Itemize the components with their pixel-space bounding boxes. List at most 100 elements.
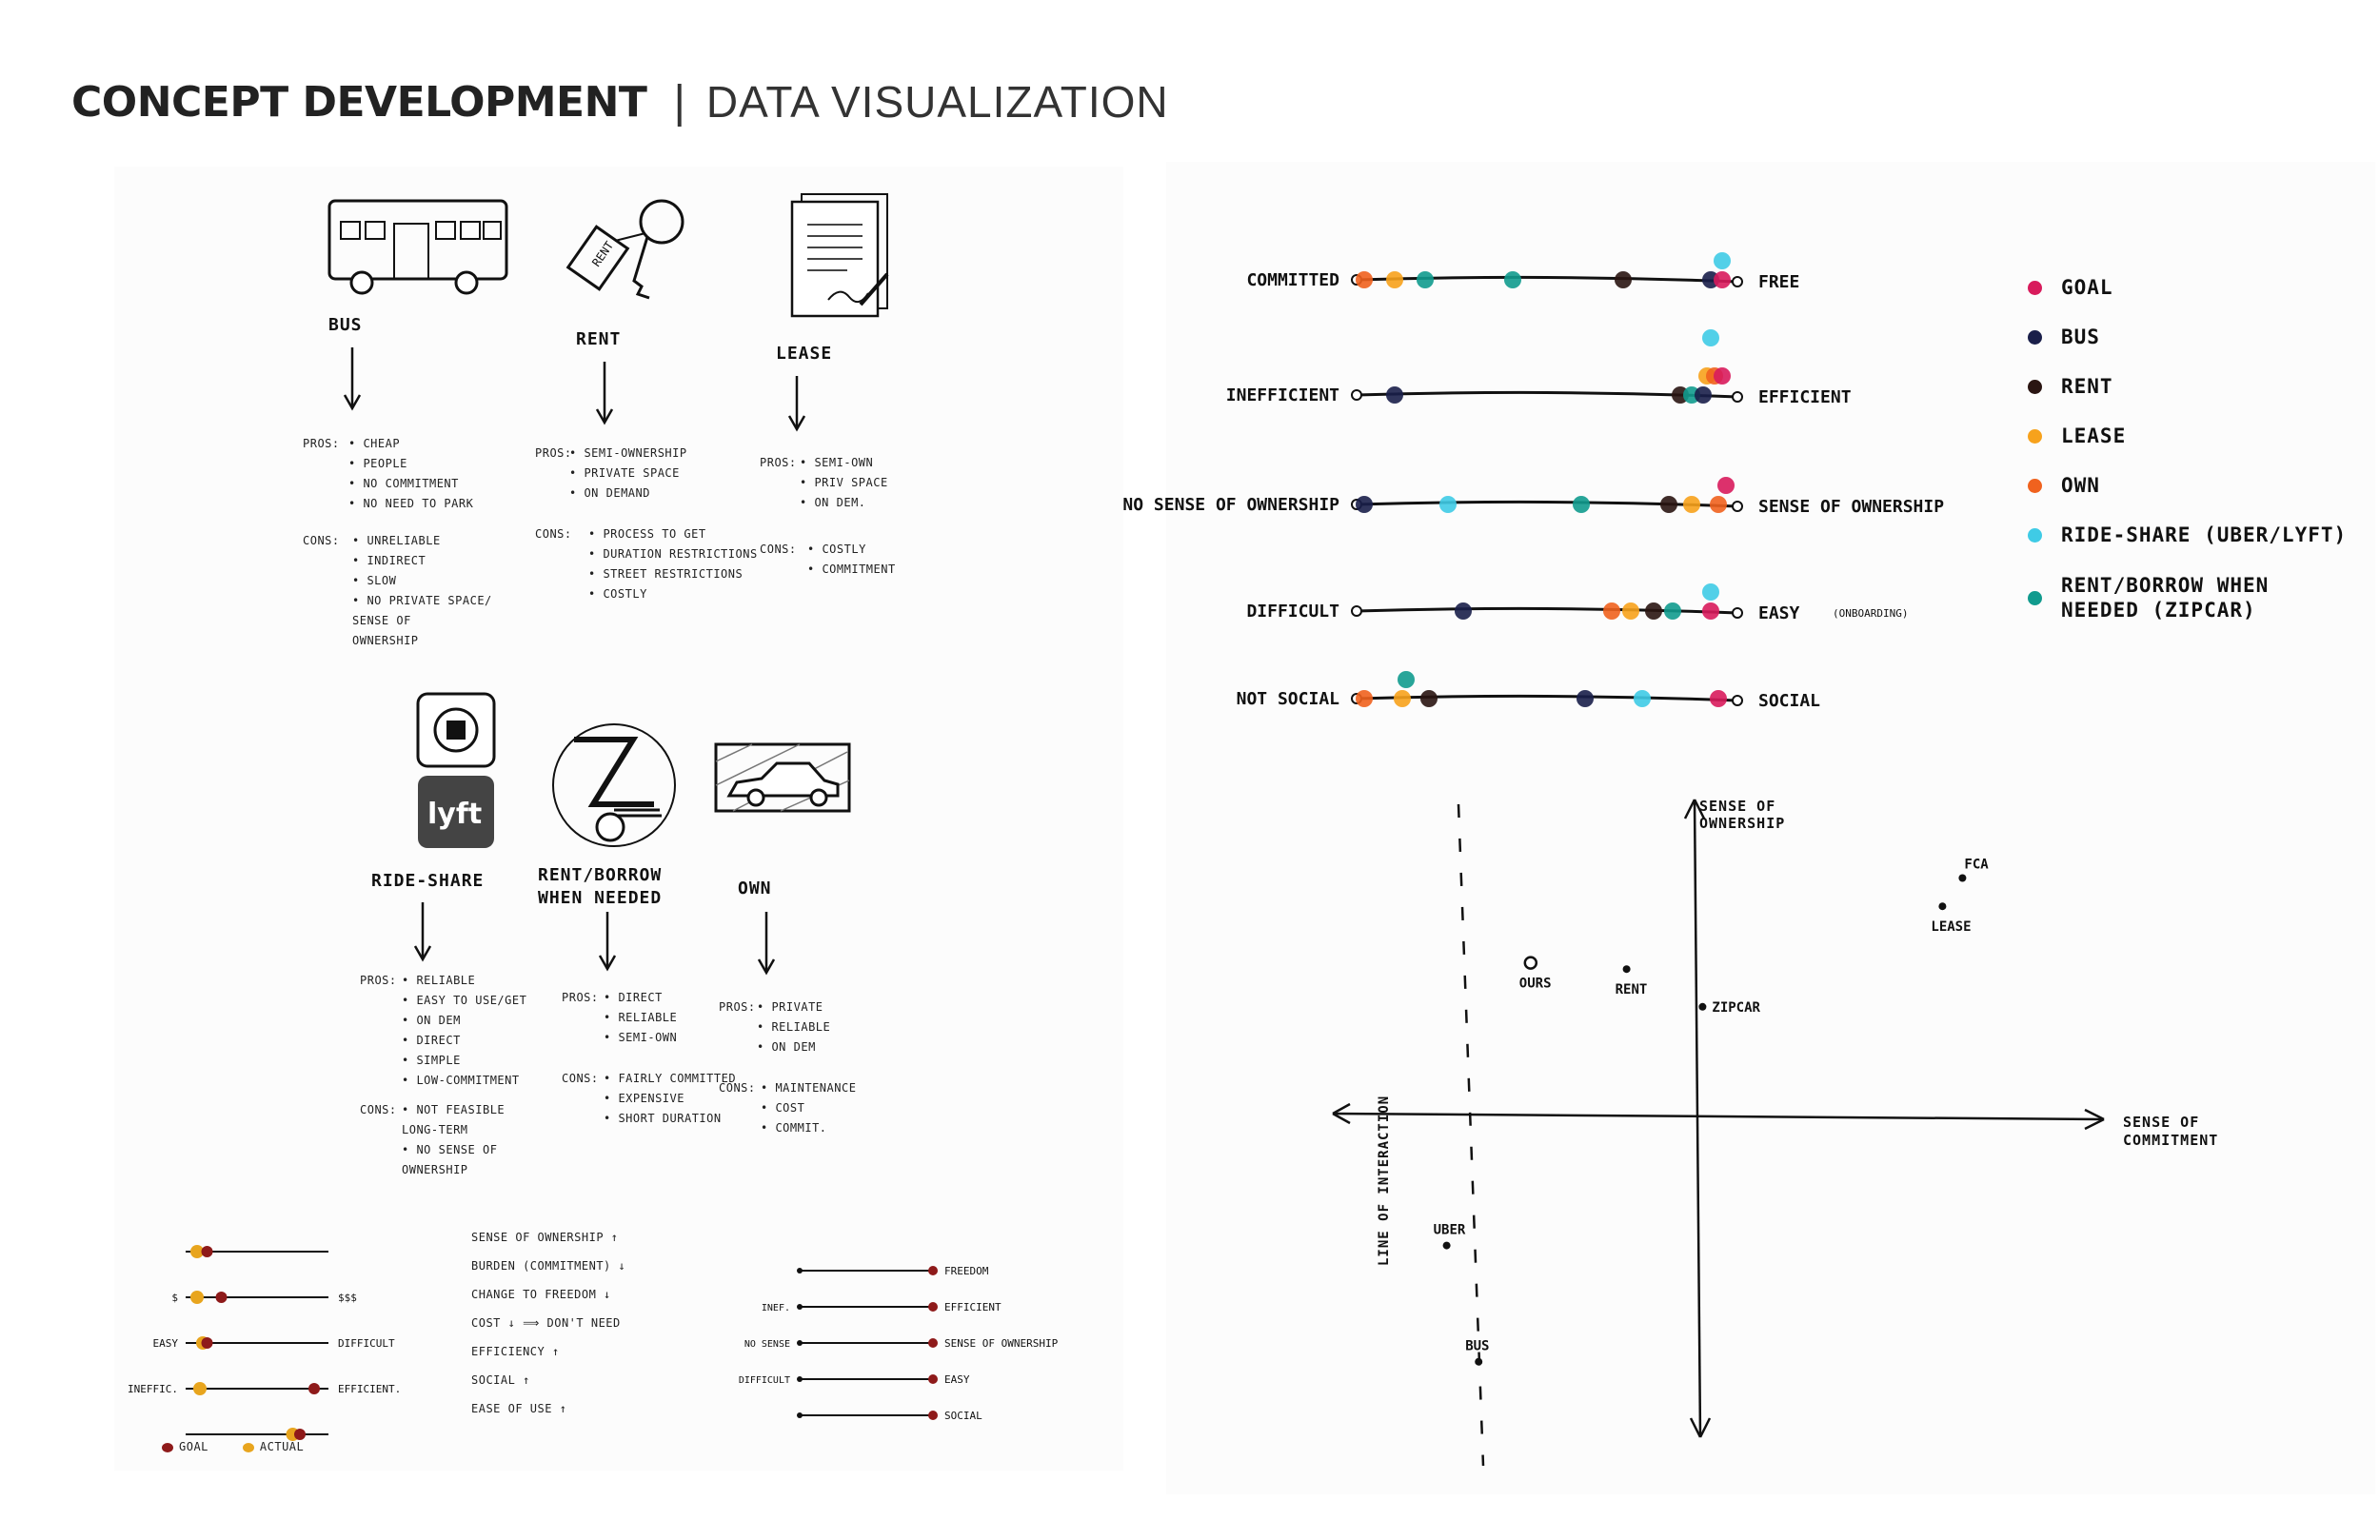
note-line: • SEMI-OWN bbox=[604, 1031, 678, 1044]
scale-right-label: EASY bbox=[1758, 603, 1800, 623]
legend-swatch bbox=[2028, 329, 2042, 345]
scale-dot-lease bbox=[1683, 496, 1700, 513]
mode-name-rent: RENT bbox=[576, 329, 622, 349]
map-point-label: UBER bbox=[1434, 1223, 1466, 1238]
mini-scale-right-label: FREEDOM bbox=[944, 1265, 989, 1277]
x-axis bbox=[1332, 1112, 2105, 1121]
mini-scale-right-label: SOCIAL bbox=[944, 1410, 982, 1422]
note-line: • EXPENSIVE bbox=[604, 1092, 684, 1105]
mini-scale-left-label: NO SENSE bbox=[744, 1339, 790, 1350]
sketch-note-line: COST ↓ ⟹ DON'T NEED bbox=[471, 1316, 621, 1330]
note-line: • SEMI-OWN bbox=[800, 456, 874, 469]
map-point-marker bbox=[1698, 1002, 1707, 1011]
lease-notes: PROS:• SEMI-OWN• PRIV SPACE• ON DEM. CON… bbox=[760, 453, 896, 580]
scale-dot-bus bbox=[1386, 386, 1403, 404]
scale-right-label: SENSE OF OWNERSHIP bbox=[1758, 497, 1944, 517]
arrow-down-lease bbox=[787, 376, 806, 432]
mini-actual-dot bbox=[190, 1245, 204, 1258]
mini-scale: SOCIAL bbox=[797, 1410, 982, 1422]
arrow-down-zipcar bbox=[598, 912, 617, 972]
note-line: • INDIRECT bbox=[352, 554, 426, 567]
scale-end-right bbox=[1732, 501, 1743, 512]
mini-scale-end bbox=[797, 1340, 803, 1346]
map-point: OURS bbox=[1519, 956, 1552, 992]
zipcar-notes: PROS:• DIRECT• RELIABLE• SEMI-OWN CONS:•… bbox=[562, 988, 736, 1129]
mini-goal-dot bbox=[928, 1302, 938, 1312]
scale-left-label: COMMITTED bbox=[1246, 270, 1339, 290]
sketch-note-line: CHANGE TO FREEDOM ↓ bbox=[471, 1288, 611, 1301]
right-sketch-paper bbox=[1166, 162, 2375, 1494]
note-line: • NOT FEASIBLE bbox=[402, 1103, 506, 1116]
mini-goal-dot bbox=[928, 1411, 938, 1420]
map-point-label: RENT bbox=[1616, 982, 1648, 997]
mini-scale: INEFFIC.EFFICIENT. bbox=[128, 1382, 401, 1395]
scale-dot-bus bbox=[1695, 386, 1712, 404]
legend-swatch bbox=[2028, 428, 2042, 444]
note-line: • STREET RESTRICTIONS bbox=[588, 567, 744, 581]
mini-scale-right-label: EFFICIENT. bbox=[338, 1383, 401, 1395]
rent-notes: PROS:• SEMI-OWNERSHIP• PRIVATE SPACE• ON… bbox=[535, 444, 758, 604]
map-point: FCA bbox=[1958, 858, 1989, 882]
scale-dot-bus bbox=[1577, 690, 1594, 707]
goal-swatch bbox=[162, 1442, 173, 1452]
scale-line bbox=[1356, 500, 1738, 508]
mode-name-lease: LEASE bbox=[776, 344, 833, 364]
scale-dot-rideshare bbox=[1714, 252, 1731, 269]
mini-scale: FREEDOM bbox=[797, 1265, 989, 1277]
map-point-marker bbox=[1523, 956, 1538, 970]
sketch-note-line: EASE OF USE ↑ bbox=[471, 1402, 567, 1415]
page-title: CONCEPT DEVELOPMENT bbox=[71, 77, 647, 127]
note-line: • DIRECT bbox=[604, 991, 663, 1004]
map-point: BUS bbox=[1465, 1339, 1489, 1366]
line-of-interaction-label: LINE OF INTERACTION bbox=[1377, 1095, 1392, 1266]
note-line: • NO COMMITMENT bbox=[348, 477, 459, 490]
scale-dot-rideshare bbox=[1439, 496, 1457, 513]
scale-dot-lease bbox=[1394, 690, 1411, 707]
scale-left-label: NO SENSE OF OWNERSHIP bbox=[1122, 495, 1339, 515]
legend-swatch bbox=[2028, 280, 2042, 295]
scale-dot-own bbox=[1356, 271, 1373, 288]
svg-text:lyft: lyft bbox=[427, 798, 482, 831]
note-line: LONG-TERM bbox=[402, 1123, 468, 1136]
note-line: • ON DEM. bbox=[800, 496, 866, 509]
note-line: • RELIABLE bbox=[604, 1011, 678, 1024]
scale-dot-rent bbox=[1645, 602, 1662, 620]
scale-dot-rent bbox=[1615, 271, 1632, 288]
mini-scale-left-label: DIFFICULT bbox=[739, 1375, 790, 1386]
note-line: • COSTLY bbox=[588, 587, 647, 601]
note-line: • LOW-COMMITMENT bbox=[402, 1074, 520, 1087]
mini-scale-left-label: $ bbox=[171, 1292, 178, 1304]
scale-line bbox=[1356, 275, 1738, 284]
note-line: • COMMITMENT bbox=[807, 563, 896, 576]
legend-label: GOAL bbox=[2061, 276, 2113, 299]
scale-right-note: (ONBOARDING) bbox=[1833, 607, 1908, 620]
map-point: RENT bbox=[1616, 965, 1648, 997]
uber-lyft-icon: lyft bbox=[416, 692, 496, 848]
legend-item-own: OWN bbox=[2028, 474, 2100, 497]
scale-dot-goal bbox=[1714, 367, 1731, 385]
scale-line bbox=[1356, 606, 1738, 615]
mini-scale-end bbox=[797, 1304, 803, 1310]
y-axis-arrow-down bbox=[1689, 1417, 1712, 1438]
mini-goal-dot bbox=[928, 1374, 938, 1384]
mini-goal-dot bbox=[201, 1246, 213, 1257]
scale-line bbox=[1356, 694, 1738, 702]
mini-goal-dot bbox=[294, 1429, 306, 1440]
scale-dot-goal bbox=[1714, 271, 1731, 288]
own-notes: PROS:• PRIVATE• RELIABLE• ON DEM CONS:• … bbox=[719, 997, 856, 1138]
scale-dot-zipcar bbox=[1504, 271, 1521, 288]
note-line: OWNERSHIP bbox=[402, 1163, 468, 1176]
scale-left-label: INEFFICIENT bbox=[1226, 385, 1339, 405]
note-line: • PRIVATE SPACE bbox=[569, 466, 680, 480]
legend-swatch bbox=[2028, 527, 2042, 543]
note-line: • SLOW bbox=[352, 574, 397, 587]
scale-dot-own bbox=[1710, 496, 1727, 513]
legend-swatch bbox=[2028, 478, 2042, 493]
